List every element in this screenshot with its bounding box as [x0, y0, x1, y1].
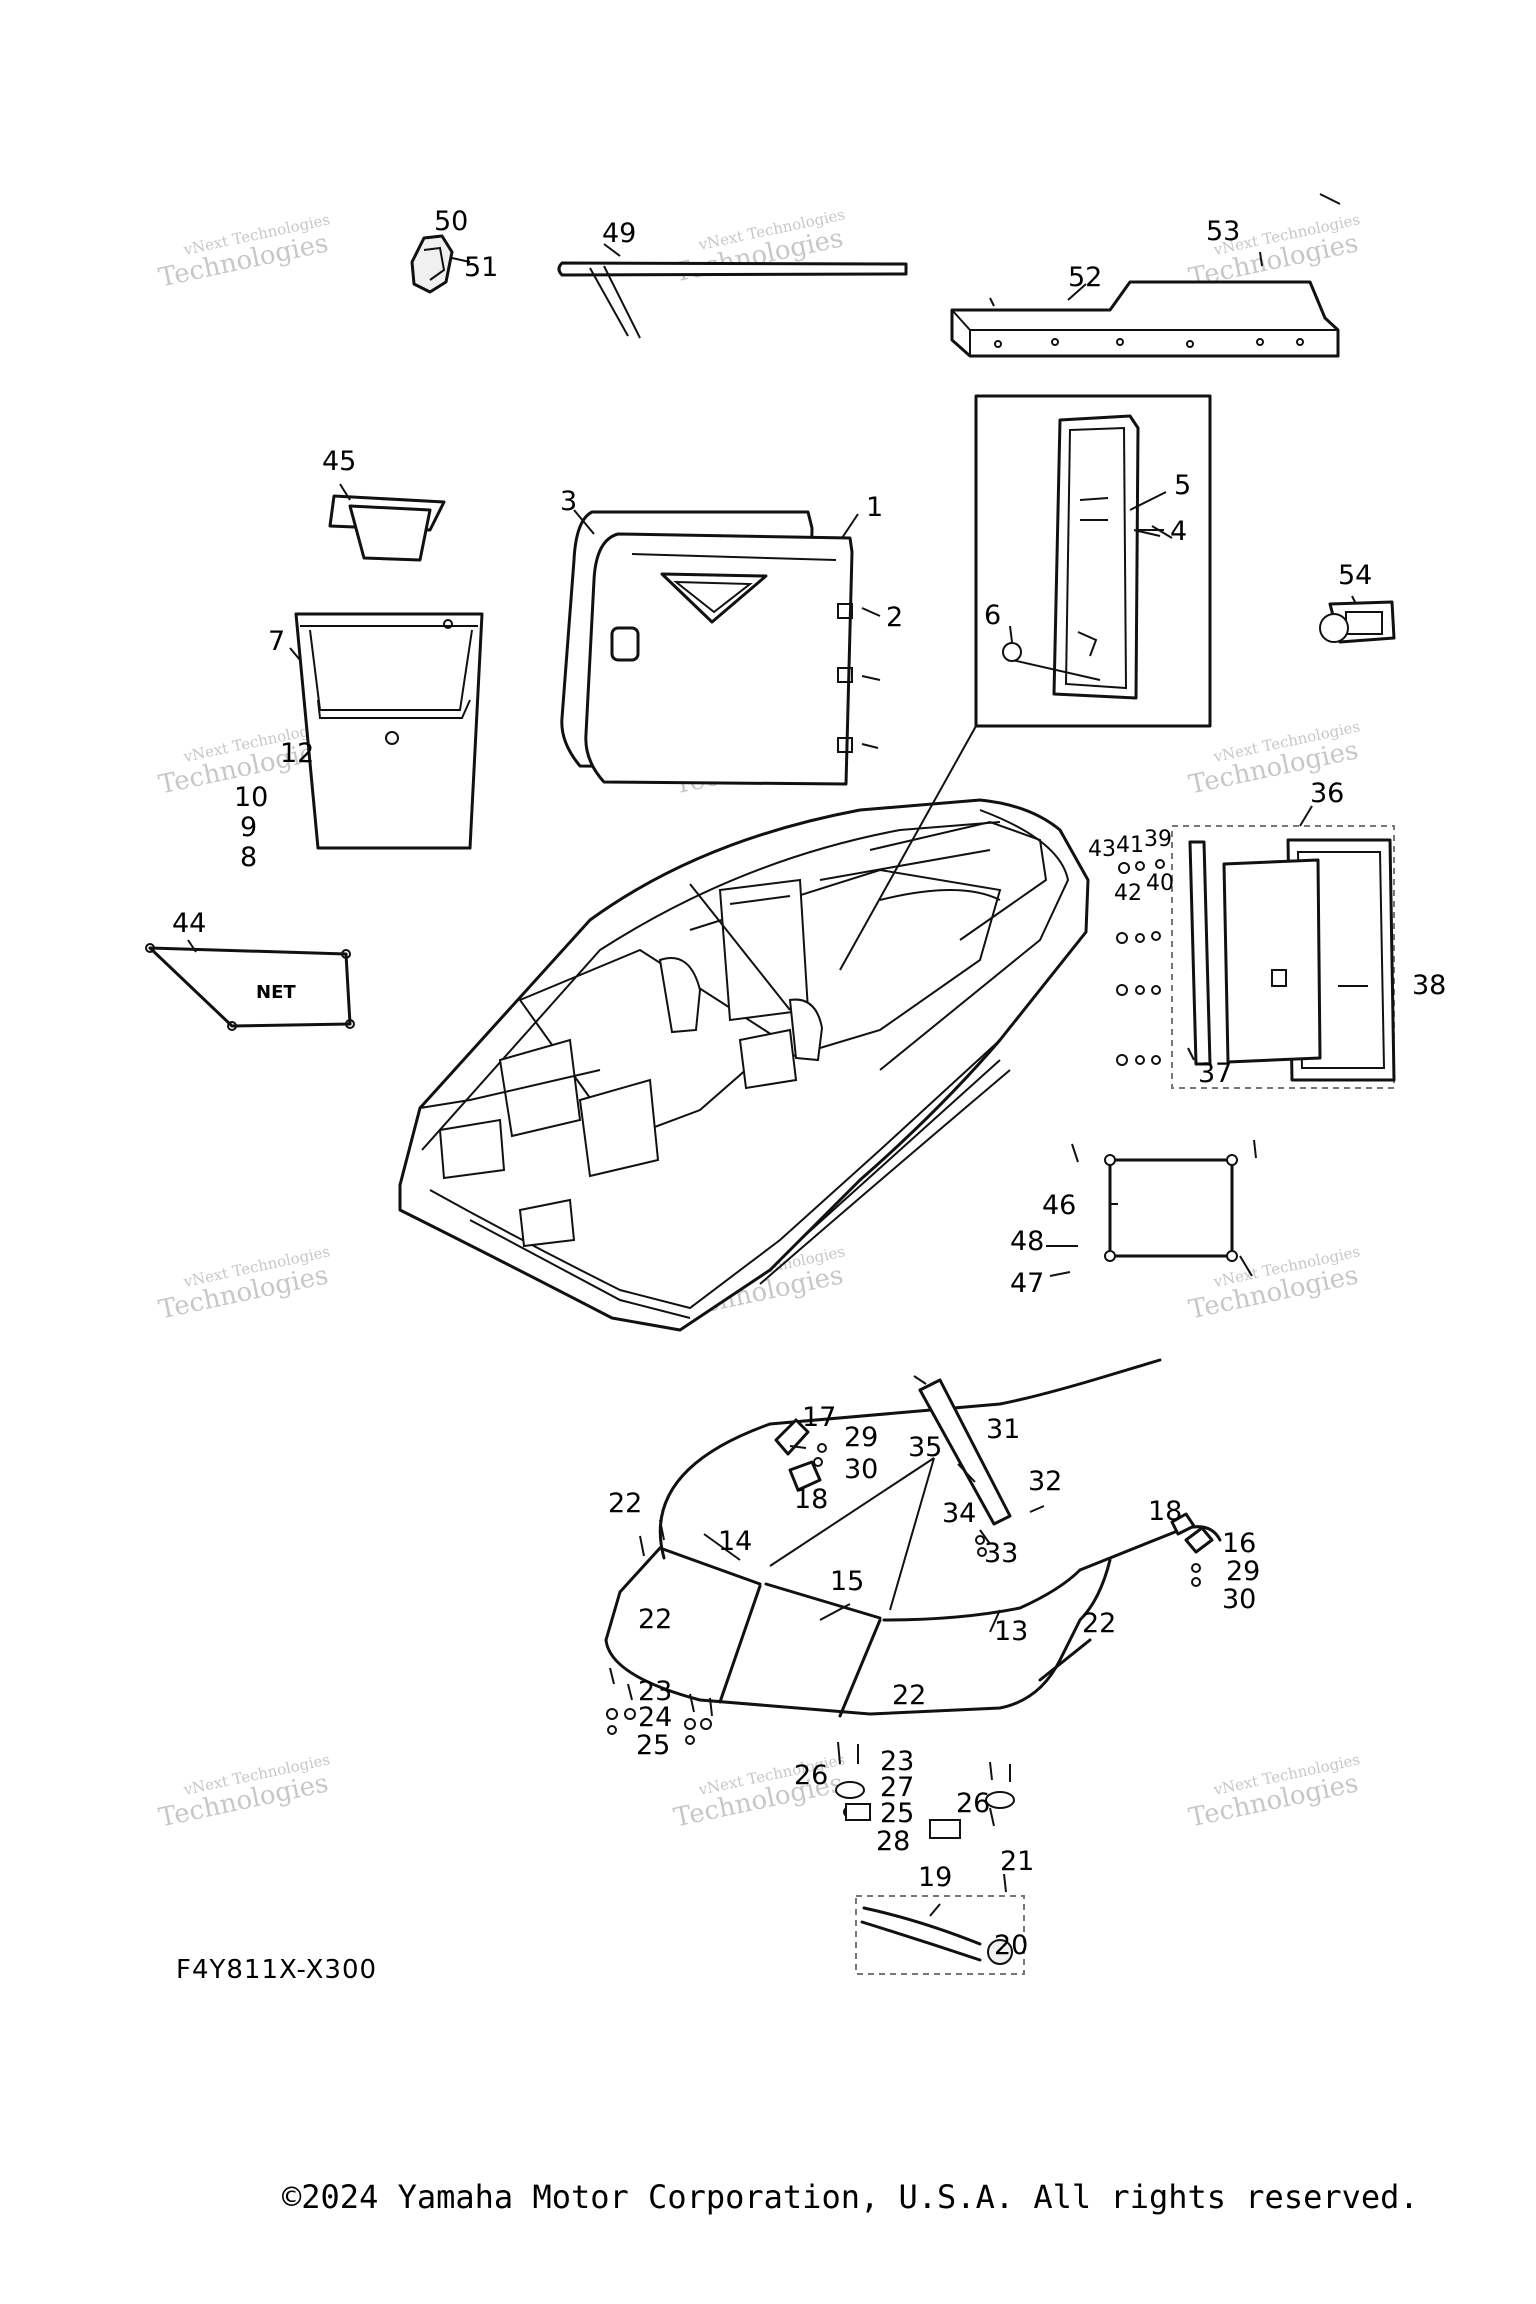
- callout-10: 10: [234, 782, 268, 813]
- callout-22b: 22: [638, 1604, 672, 1635]
- callout-33: 33: [984, 1538, 1018, 1569]
- callout-15: 15: [830, 1566, 864, 1597]
- callout-37: 37: [1198, 1058, 1232, 1089]
- callout-17: 17: [802, 1402, 836, 1433]
- callout-1: 1: [866, 492, 883, 523]
- callout-3: 3: [560, 486, 577, 517]
- hardware-right: [975, 1505, 1214, 1587]
- part-7-bin: [294, 612, 484, 850]
- boat-hull: [398, 798, 1090, 1332]
- callout-8: 8: [240, 842, 257, 873]
- callout-12: 12: [280, 738, 314, 769]
- callout-47: 47: [1010, 1268, 1044, 1299]
- windshield-frame: [604, 1358, 1222, 1718]
- callout-26b: 26: [956, 1788, 990, 1819]
- detail-box: [974, 394, 1212, 728]
- callout-23b: 23: [880, 1746, 914, 1777]
- callout-31: 31: [986, 1414, 1020, 1445]
- callout-2: 2: [886, 602, 903, 633]
- callout-28: 28: [876, 1826, 910, 1857]
- part-45-tray: [328, 494, 446, 562]
- part-49-rod: [557, 261, 908, 339]
- callout-27: 27: [880, 1772, 914, 1803]
- callout-39: 39: [1144, 827, 1172, 852]
- part-46-frame: [1071, 1139, 1257, 1277]
- callout-26a: 26: [794, 1760, 828, 1791]
- callout-13: 13: [994, 1616, 1028, 1647]
- copyright-notice: ©2024 Yamaha Motor Corporation, U.S.A. A…: [282, 2178, 1419, 2216]
- callout-53: 53: [1206, 216, 1240, 247]
- callout-16: 16: [1222, 1528, 1256, 1559]
- callout-50: 50: [434, 206, 468, 237]
- callout-22d: 22: [1082, 1608, 1116, 1639]
- callout-34: 34: [942, 1498, 976, 1529]
- part-50-hook: [410, 234, 471, 294]
- callout-19: 19: [918, 1862, 952, 1893]
- callout-35: 35: [908, 1432, 942, 1463]
- callout-30b: 30: [1222, 1584, 1256, 1615]
- callout-32: 32: [1028, 1466, 1062, 1497]
- callout-38: 38: [1412, 970, 1446, 1001]
- part-19-trim: [855, 1873, 1025, 1975]
- callout-48: 48: [1010, 1226, 1044, 1257]
- hardware-left: [606, 1667, 713, 1745]
- callout-9: 9: [240, 812, 257, 843]
- callout-46: 46: [1042, 1190, 1076, 1221]
- callout-40: 40: [1146, 871, 1174, 896]
- callout-29b: 29: [1226, 1556, 1260, 1587]
- callout-22a: 22: [608, 1488, 642, 1519]
- hardware-upper-left: [639, 1418, 827, 1557]
- callout-20: 20: [994, 1930, 1028, 1961]
- diagram-code: F4Y811X-X300: [176, 1955, 378, 1985]
- callout-18: 18: [794, 1484, 828, 1515]
- callout-21: 21: [1000, 1846, 1034, 1877]
- callout-25a: 25: [636, 1730, 670, 1761]
- callout-7: 7: [268, 626, 285, 657]
- callout-49: 49: [602, 218, 636, 249]
- callout-25b: 25: [880, 1798, 914, 1829]
- part-36-door-group: [1116, 825, 1396, 1089]
- part-52-panel: [950, 251, 1340, 358]
- part-31-strut: [913, 1375, 1012, 1526]
- callout-54: 54: [1338, 560, 1372, 591]
- part-1-door: [584, 532, 881, 786]
- callout-43: 43: [1088, 837, 1116, 862]
- callout-23a: 23: [638, 1676, 672, 1707]
- callout-29a: 29: [844, 1422, 878, 1453]
- callout-42: 42: [1114, 881, 1142, 906]
- callout-labels: 1 2 3 4 5 6 7 8 9 10 12 13 14 15 16 17 1…: [172, 206, 1446, 1961]
- callout-5: 5: [1174, 470, 1191, 501]
- net-label: NET: [256, 982, 296, 1003]
- callout-6: 6: [984, 600, 1001, 631]
- callout-52: 52: [1068, 262, 1102, 293]
- callout-4: 4: [1170, 516, 1187, 547]
- callout-44: 44: [172, 908, 206, 939]
- part-44-net: NET: [145, 943, 355, 1031]
- leader-lines: [187, 193, 1368, 1917]
- callout-51: 51: [464, 252, 498, 283]
- callout-36: 36: [1310, 778, 1344, 809]
- callout-45: 45: [322, 446, 356, 477]
- callout-24: 24: [638, 1702, 672, 1733]
- callout-30a: 30: [844, 1454, 878, 1485]
- callout-14: 14: [718, 1526, 752, 1557]
- callout-22c: 22: [892, 1680, 926, 1711]
- hardware-center: [835, 1741, 1015, 1839]
- callout-41: 41: [1116, 833, 1144, 858]
- callout-18b: 18: [1148, 1496, 1182, 1527]
- part-54-cupholder: [1319, 600, 1396, 644]
